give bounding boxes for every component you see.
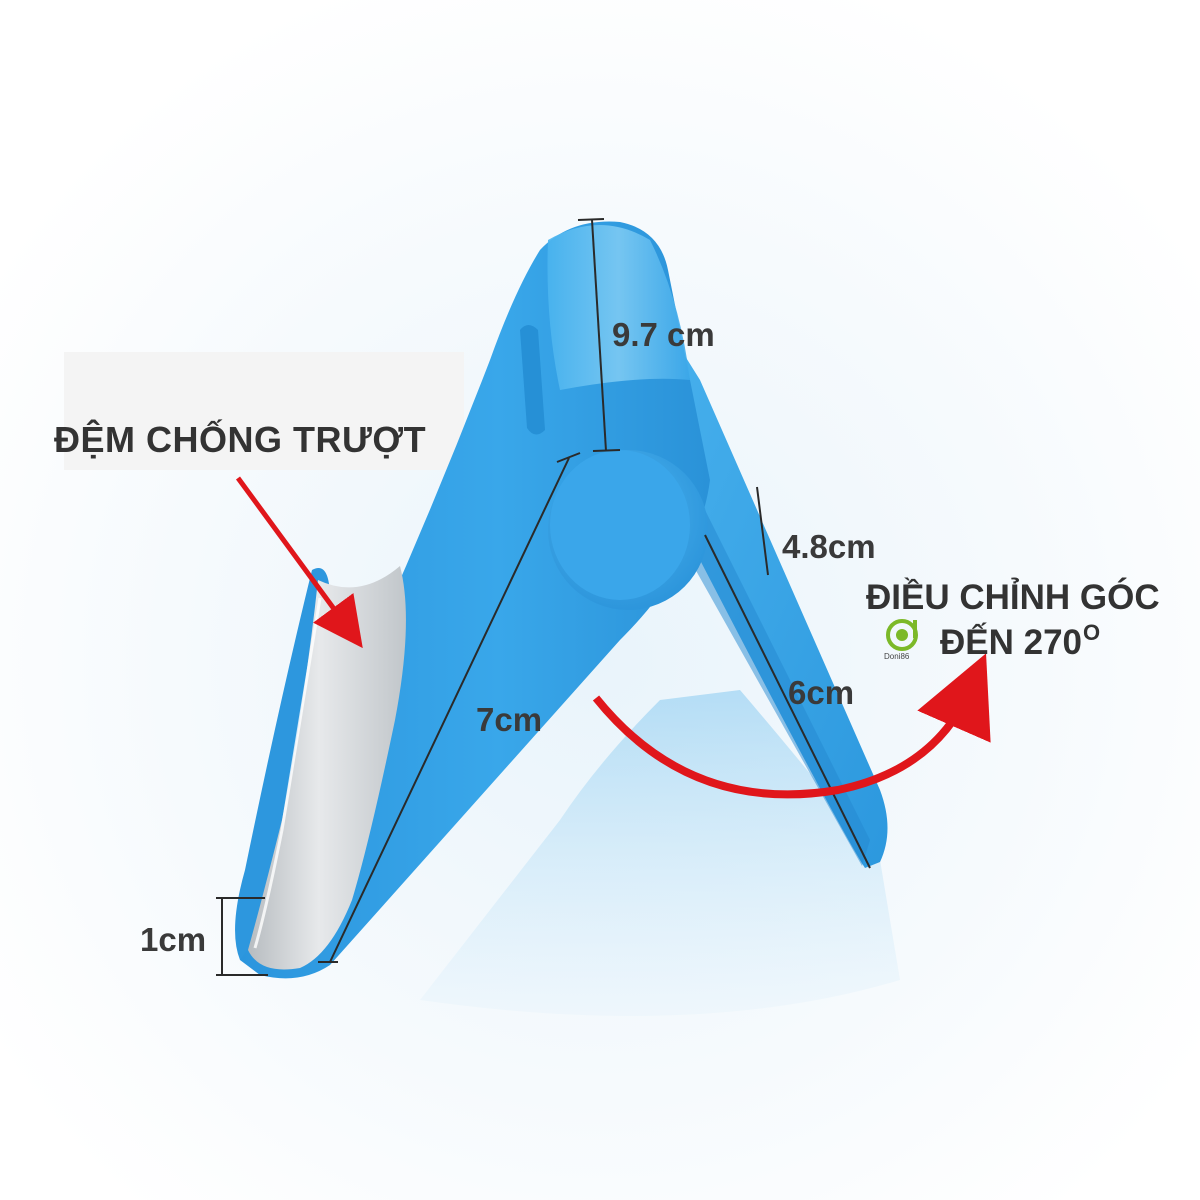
- hinge-width-label: 4.8cm: [782, 528, 876, 565]
- rear-leg-length-label: 6cm: [788, 674, 855, 711]
- front-length-label: 7cm: [476, 701, 543, 738]
- top-cylinder: [547, 225, 690, 390]
- height-label: 9.7 cm: [612, 316, 715, 353]
- measure-48: [756, 486, 769, 576]
- anti-slip-pad-label: ĐỆM CHỐNG TRƯỢT: [54, 419, 427, 460]
- measure-97: [577, 218, 621, 452]
- anti-slip-pad: [248, 566, 406, 970]
- hinge-knob-face: [550, 450, 690, 600]
- adjust-angle-label-line1: ĐIỀU CHỈNH GÓC: [866, 578, 1160, 617]
- doni86-logo-icon: [886, 619, 918, 651]
- label-backdrop: [64, 352, 464, 470]
- measure-1: [216, 897, 268, 976]
- red-pointer-arrow: [235, 476, 363, 649]
- adjust-angle-label-line2: ĐẾN 270O: [940, 620, 1101, 662]
- lip-depth-label: 1cm: [140, 921, 207, 958]
- measure-7: [318, 452, 581, 963]
- pad-edge: [253, 597, 322, 949]
- stand-reflection: [420, 690, 900, 1016]
- red-rotation-arrow: [592, 653, 991, 799]
- logo-text: Doni86: [884, 652, 910, 661]
- adjust-angle-text: ĐẾN 270: [940, 623, 1083, 662]
- holder-lip: [235, 568, 330, 960]
- degree-mark: O: [1083, 620, 1101, 645]
- top-slot: [520, 325, 545, 435]
- measure-6: [704, 534, 871, 869]
- rear-leg-shade: [690, 500, 870, 866]
